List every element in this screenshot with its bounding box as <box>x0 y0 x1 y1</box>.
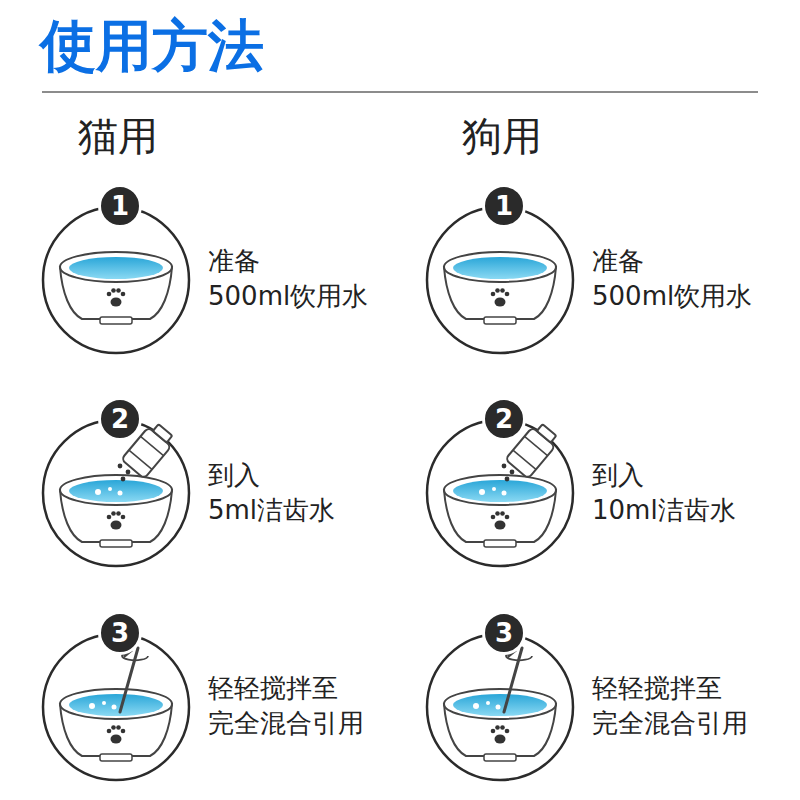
step-number-badge: 2 <box>98 397 142 441</box>
step-number: 1 <box>495 193 513 219</box>
column-heading: 猫用 <box>78 112 158 160</box>
step-number: 1 <box>111 193 129 219</box>
step-circles <box>43 207 573 780</box>
column-heading: 狗用 <box>462 112 542 160</box>
step-number: 3 <box>111 620 129 646</box>
step-number-badge: 3 <box>482 611 526 655</box>
bowl-icons <box>60 252 556 761</box>
step-number: 2 <box>495 406 513 432</box>
step-number-badge: 2 <box>482 397 526 441</box>
step-number: 3 <box>495 620 513 646</box>
step-description: 到入 5ml洁齿水 <box>208 458 383 528</box>
step-description: 轻轻搅拌至 完全混合引用 <box>592 671 767 741</box>
step-description: 准备 500ml饮用水 <box>208 244 383 314</box>
step-description: 轻轻搅拌至 完全混合引用 <box>208 671 383 741</box>
step-number-badge: 1 <box>98 184 142 228</box>
step-number-badge: 3 <box>98 611 142 655</box>
step-number: 2 <box>111 406 129 432</box>
step-description: 准备 500ml饮用水 <box>592 244 767 314</box>
page-title: 使用方法 <box>40 12 264 79</box>
step-number-badge: 1 <box>482 184 526 228</box>
step-description: 到入 10ml洁齿水 <box>592 458 767 528</box>
title-rule <box>42 91 758 93</box>
